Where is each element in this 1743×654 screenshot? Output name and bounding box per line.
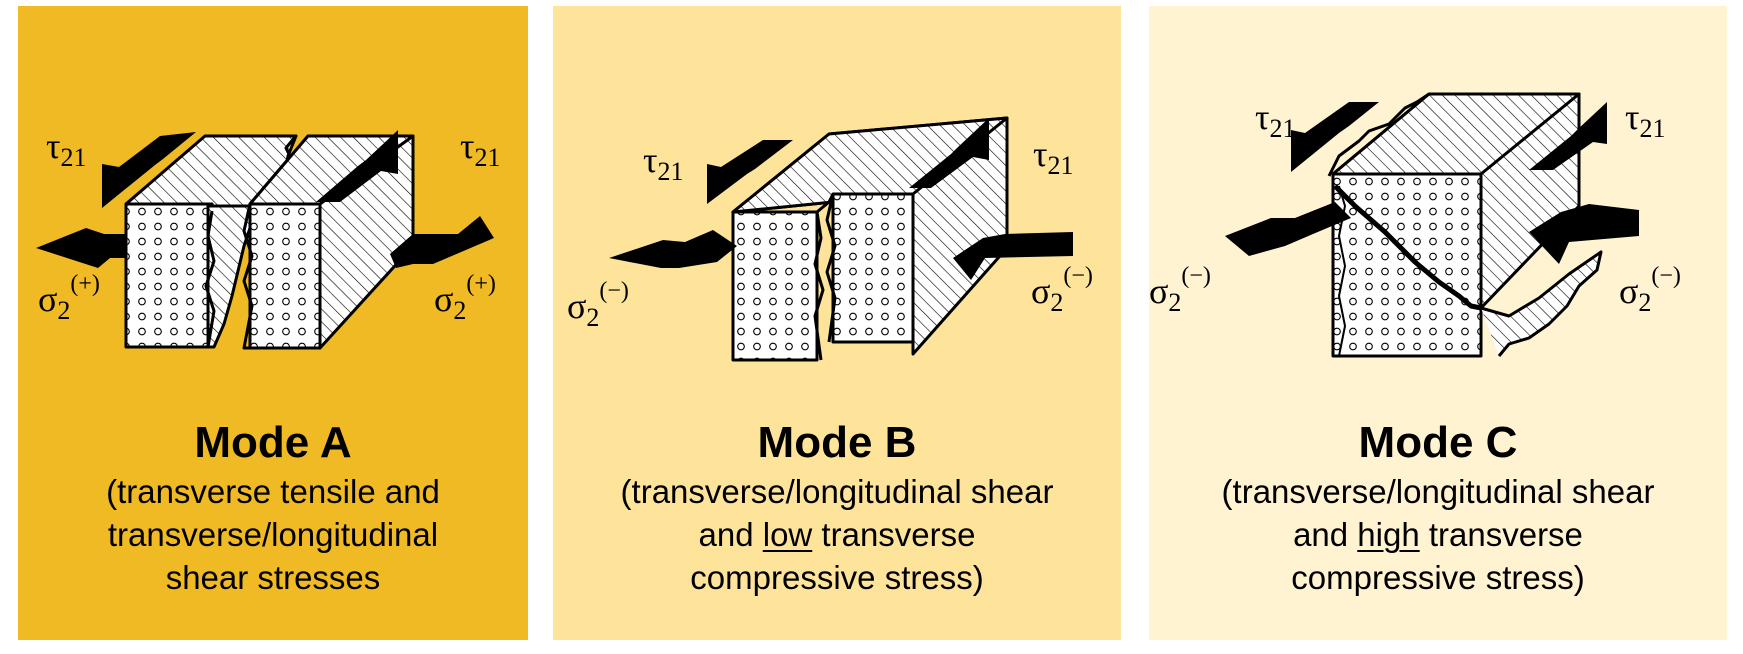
- normal-arrow-left: [36, 228, 126, 268]
- shear-arrow-left: [707, 140, 793, 204]
- normal-arrow-right: [953, 232, 1073, 280]
- mode-a-panel: τ21 τ21 σ2(+) σ2(+) Mode A (transverse t…: [18, 6, 528, 640]
- mode-c-diagram: τ21 τ21 σ2(−) σ2(−): [1149, 92, 1681, 358]
- mode-c-description: (transverse/longitudinal shear and high …: [1221, 473, 1655, 596]
- shear-arrow-left: [102, 132, 196, 208]
- mode-b-title: Mode B: [757, 418, 917, 467]
- shear-label-right: τ21: [1625, 97, 1665, 143]
- shear-label-right: τ21: [460, 126, 500, 172]
- shear-label-left: τ21: [1255, 97, 1295, 143]
- normal-arrow-left: [609, 230, 737, 268]
- oblique-fracture-block: [1327, 92, 1603, 358]
- right-block: [242, 134, 415, 350]
- shear-arrow-right: [1529, 102, 1607, 170]
- mode-b-panel: τ21 τ21 σ2(−) σ2(−) Mode B (transverse/l…: [553, 6, 1121, 640]
- normal-label-right: σ2(+): [434, 271, 496, 325]
- mode-c-title: Mode C: [1358, 418, 1518, 467]
- mode-b-description: (transverse/longitudinal shear and low t…: [620, 473, 1054, 596]
- mode-c-panel: τ21 τ21 σ2(−) σ2(−) Mode C (transverse/l…: [1149, 6, 1727, 640]
- normal-arrow-right: [1529, 204, 1639, 264]
- shear-arrow-left: [1291, 102, 1379, 172]
- mode-a-description: (transverse tensile and transverse/longi…: [106, 473, 440, 596]
- normal-label-left: σ2(−): [1149, 263, 1211, 317]
- normal-arrow-left: [1225, 202, 1351, 256]
- mode-a-title: Mode A: [194, 418, 352, 467]
- left-block: [124, 134, 298, 349]
- normal-label-left: σ2(+): [38, 271, 100, 325]
- shear-label-right: τ21: [1033, 134, 1073, 180]
- normal-label-right: σ2(−): [1031, 263, 1093, 317]
- shear-label-left: τ21: [643, 140, 683, 186]
- shear-arrow-right: [909, 118, 989, 188]
- mode-a-diagram: τ21 τ21 σ2(+) σ2(+): [36, 126, 500, 350]
- normal-label-right: σ2(−): [1619, 263, 1681, 317]
- emphasis-low: low: [762, 516, 813, 553]
- emphasis-high: high: [1357, 516, 1420, 553]
- shear-arrow-right: [316, 130, 398, 202]
- mode-b-diagram: τ21 τ21 σ2(−) σ2(−): [567, 116, 1093, 362]
- shear-label-left: τ21: [46, 126, 86, 172]
- normal-label-left: σ2(−): [567, 278, 629, 332]
- normal-arrow-right: [390, 216, 494, 268]
